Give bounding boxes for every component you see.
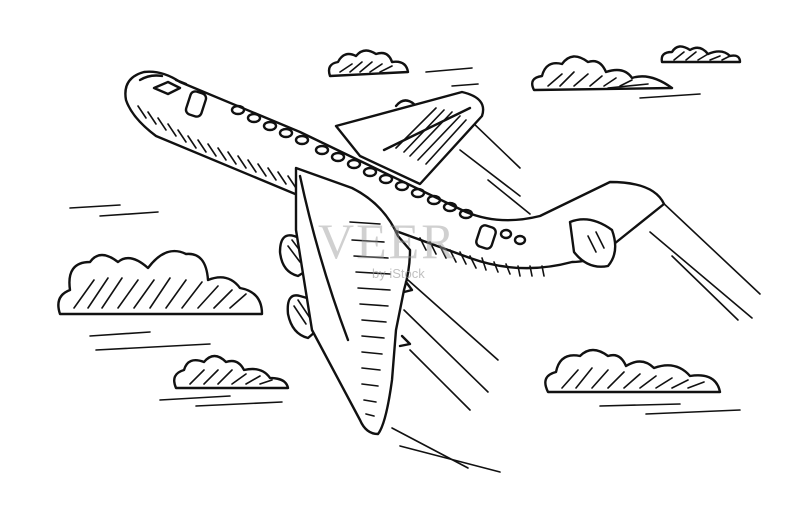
cloud-bottom-right: [544, 348, 722, 394]
cloud-top-center: [327, 49, 410, 78]
speed-lines: [69, 67, 761, 473]
cloud-bottom-left: [173, 354, 290, 390]
cloud-top-right: [531, 55, 674, 92]
cloud-left: [57, 249, 264, 316]
airplane-near-wing: [294, 166, 414, 436]
airplane-tail: [568, 218, 617, 268]
airplane-far-wing: [334, 90, 485, 186]
cloud-far-right: [660, 45, 742, 64]
